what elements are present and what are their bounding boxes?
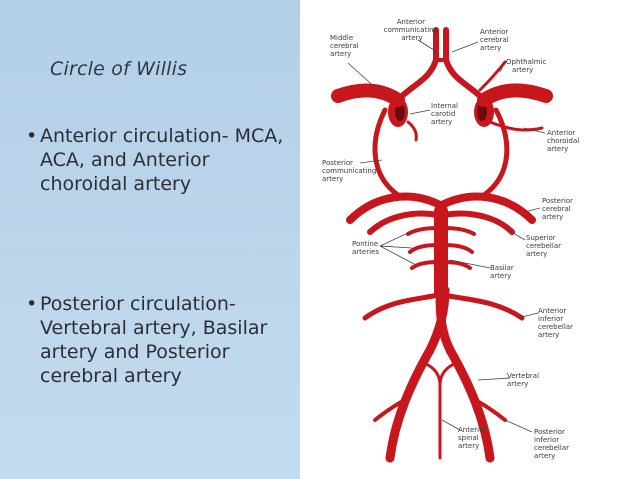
bullet-marker: • — [26, 293, 38, 315]
label-anterior-inferior-cerebellar: Anterior inferior cerebellar artery — [538, 307, 575, 339]
pcom-left — [372, 107, 401, 198]
label-middle-cerebral: Middle cerebral artery — [330, 34, 361, 58]
pica-left — [373, 396, 410, 422]
label-posterior-communicating: Posterior communicating artery — [322, 159, 379, 183]
pcom-right — [481, 107, 510, 198]
slide-title: Circle of Willis — [50, 58, 188, 80]
label-basilar: Basilar artery — [490, 264, 516, 280]
label-vertebral: Vertebral artery — [507, 372, 541, 388]
aca-right — [443, 27, 483, 99]
mca-left — [331, 83, 405, 107]
label-ophthalmic: Ophthalmic artery — [506, 58, 549, 74]
bullet-posterior-circulation: • Posterior circulation- Vertebral arter… — [26, 292, 296, 388]
label-internal-carotid: Internal carotid artery — [431, 102, 460, 126]
label-anterior-communicating: Anterior communicating artery — [384, 18, 441, 42]
label-anterior-spinal: Anterior spinal artery — [458, 426, 489, 450]
basilar-artery — [434, 205, 448, 300]
ophthalmic-artery — [478, 60, 507, 92]
anterior-spinal-artery — [426, 363, 442, 460]
mca-right — [477, 83, 553, 107]
label-posterior-inferior-cerebellar: Posterior inferior cerebellar artery — [534, 428, 571, 460]
sca-left — [367, 210, 441, 235]
arteries-illustration: Middle cerebral artery Anterior communic… — [322, 18, 581, 463]
bullet-text: Posterior circulation- Vertebral artery,… — [40, 293, 268, 387]
pca-left — [346, 192, 444, 224]
circle-of-willis-diagram: Middle cerebral artery Anterior communic… — [300, 0, 638, 479]
aica-left — [362, 292, 441, 321]
anterior-choroidal-artery — [488, 120, 544, 132]
pca-right — [438, 192, 536, 224]
label-superior-cerebellar: Superior cerebellar artery — [526, 234, 563, 258]
bullet-text: Anterior circulation- MCA, ACA, and Ante… — [40, 125, 284, 195]
label-pontine: Pontine arteries — [352, 240, 380, 256]
pica-right — [470, 396, 507, 422]
label-anterior-choroidal: Anterior choroidal artery — [547, 129, 581, 153]
bullet-anterior-circulation: • Anterior circulation- MCA, ACA, and An… — [26, 124, 296, 196]
sca-right — [441, 210, 515, 235]
label-posterior-cerebral: Posterior cerebral artery — [542, 197, 575, 221]
bullet-marker: • — [26, 125, 38, 147]
vertebral-artery-right — [435, 285, 495, 463]
aica-right — [441, 292, 525, 321]
label-anterior-cerebral: Anterior cerebral artery — [480, 28, 511, 52]
